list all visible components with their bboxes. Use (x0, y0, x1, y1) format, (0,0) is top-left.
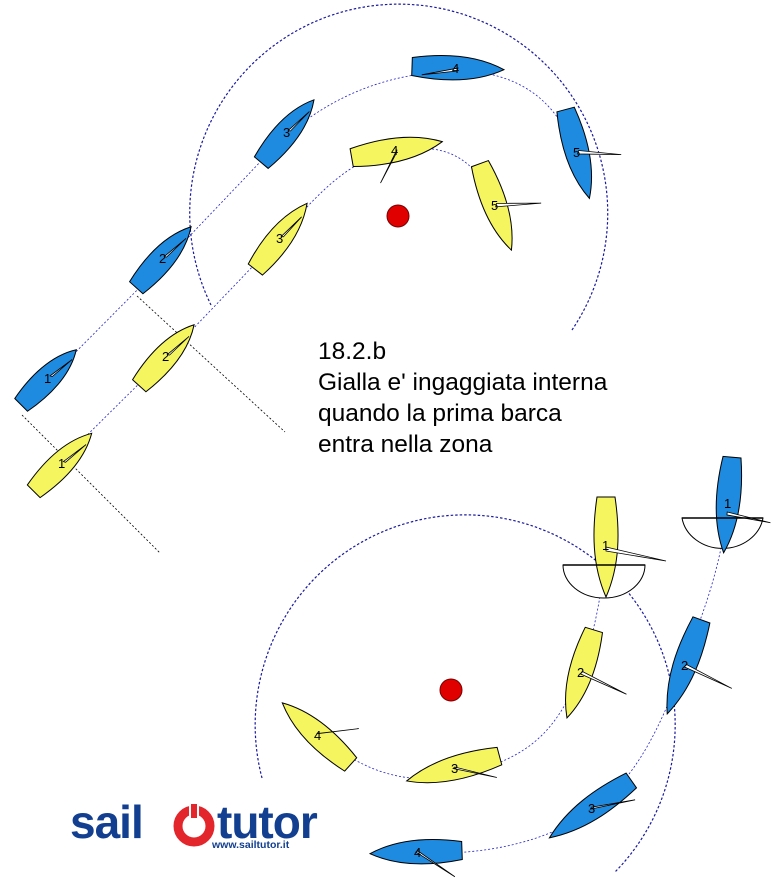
blue-boat-4: 4 (411, 55, 506, 81)
yellow-boat-4-bottom-label: 4 (314, 728, 321, 743)
blue-boat-1-bottom-label: 1 (724, 496, 731, 511)
yellow-boat-1-label: 1 (58, 456, 65, 471)
yellow-boat-3-label: 3 (276, 231, 283, 246)
blue-boat-3: 3 (253, 99, 315, 170)
blue-boat-4-bottom-label: 4 (414, 845, 421, 860)
blue-boat-5: 5 (556, 106, 622, 200)
blue-boat-3-bottom: 3 (548, 772, 638, 839)
track-blue-bottom (419, 507, 729, 854)
rounding-mark-top (386, 204, 410, 228)
blue-boat-4-label: 4 (452, 61, 459, 76)
overlap-line-2 (21, 414, 161, 554)
track-blue-top (47, 69, 576, 381)
blue-boat-3-label: 3 (283, 125, 290, 140)
yellow-boat-5-label: 5 (491, 198, 498, 213)
yellow-boat-2-bottom-label: 2 (577, 665, 584, 680)
track-yellow-bottom (324, 544, 606, 780)
blue-boat-2-bottom: 2 (666, 616, 732, 716)
blue-boat-3-bottom-label: 3 (588, 801, 595, 816)
sailtutor-logo: sail tutor www.sailtutor.it (70, 795, 330, 859)
yellow-boat-4-bottom: 4 (281, 702, 359, 772)
yellow-boat-2-label: 2 (162, 349, 169, 364)
logo-url: www.sailtutor.it (212, 839, 290, 851)
yellow-boat-3: 3 (247, 202, 308, 276)
yellow-boat-3-bottom-label: 3 (451, 761, 458, 776)
rule-number: 18.2.b (318, 338, 387, 365)
zone-circle-bottom (254, 514, 676, 873)
logo-word-sail: sail (70, 796, 144, 848)
blue-boat-1-label: 1 (44, 371, 51, 386)
blue-boat-4-bottom: 4 (368, 839, 463, 878)
yellow-boat-3-bottom: 3 (405, 746, 503, 784)
caption-line-1: Gialla e' ingaggiata interna (318, 369, 608, 396)
overlap-line-1 (136, 295, 286, 433)
blue-boat-5-label: 5 (573, 145, 580, 160)
blue-boat-2-label: 2 (159, 251, 166, 266)
zone-circle-top (189, 3, 609, 331)
rounding-mark-bottom (439, 678, 463, 702)
yellow-boat-1-bottom-label: 1 (602, 538, 609, 553)
logo-ring-icon (173, 804, 215, 847)
blue-boat-2: 2 (128, 226, 192, 295)
logo-word-tutor: tutor (217, 796, 318, 848)
caption-line-2: quando la prima barca (318, 400, 562, 427)
yellow-boat-4: 4 (349, 136, 444, 184)
yellow-boat-2-bottom: 2 (565, 626, 627, 719)
yellow-boat-1: 1 (26, 432, 93, 499)
yellow-boat-1-bottom: 1 (593, 496, 667, 599)
caption-line-3: entra nella zona (318, 431, 493, 458)
yellow-boat-5: 5 (470, 159, 542, 252)
rule-caption: 18.2.b Gialla e' ingaggiata interna quan… (318, 336, 738, 460)
blue-boat-2-bottom-label: 2 (681, 658, 688, 673)
blue-boat-1: 1 (14, 349, 77, 412)
yellow-boat-2: 2 (131, 324, 195, 393)
yellow-boat-4-label: 4 (391, 143, 398, 158)
